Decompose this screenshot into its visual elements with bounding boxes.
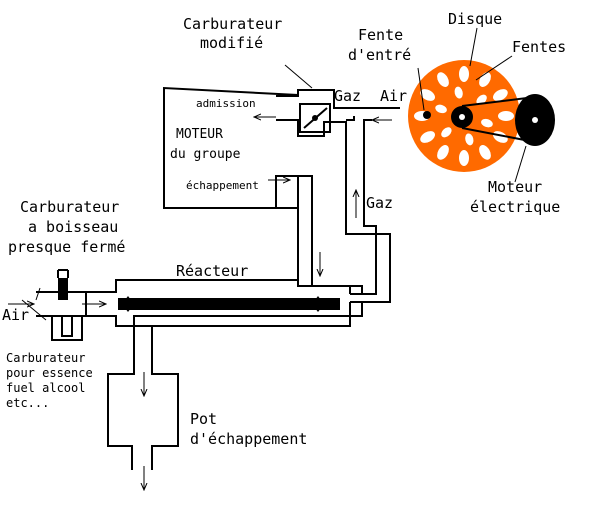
disc-slots bbox=[414, 66, 514, 166]
disc-slot bbox=[493, 89, 508, 101]
disc-slot bbox=[479, 145, 491, 160]
labels: Carburateur modifié Fente d'entré Disque… bbox=[2, 10, 566, 448]
disc-slot bbox=[459, 150, 469, 166]
disc-slot bbox=[465, 133, 474, 146]
label-carburateur-modifie-2: modifié bbox=[200, 34, 263, 52]
label-disque: Disque bbox=[448, 10, 502, 28]
label-carb-essence-1: Carburateur bbox=[6, 351, 85, 365]
label-carb-essence-3: fuel alcool bbox=[6, 381, 85, 395]
label-moteur-1: MOTEUR bbox=[176, 127, 223, 142]
label-reacteur: Réacteur bbox=[176, 262, 248, 280]
disc-slot bbox=[420, 131, 435, 143]
label-fente-1: Fente bbox=[358, 26, 403, 44]
disc-slot bbox=[435, 104, 447, 114]
flow-arrows bbox=[8, 117, 392, 490]
label-moteur-electrique-2: électrique bbox=[470, 198, 560, 216]
label-carb-essence-4: etc... bbox=[6, 396, 49, 410]
disc-slot bbox=[420, 89, 435, 101]
label-admission: admission bbox=[196, 97, 256, 110]
throttle-carburetor bbox=[21, 269, 86, 341]
exhaust-pipe bbox=[276, 175, 313, 286]
disc-slot bbox=[454, 86, 463, 99]
slotted-disc bbox=[408, 27, 555, 183]
label-carb-boisseau-2: a boisseau bbox=[28, 218, 118, 236]
disc-slot bbox=[476, 94, 487, 105]
label-moteur-2: du groupe bbox=[170, 147, 241, 162]
label-gaz-top: Gaz bbox=[334, 87, 361, 105]
label-carburateur-modifie-1: Carburateur bbox=[183, 15, 282, 33]
disc-slot bbox=[437, 72, 449, 87]
reactor bbox=[85, 279, 363, 327]
modified-carburetor bbox=[276, 64, 400, 303]
label-carb-boisseau-1: Carburateur bbox=[20, 198, 119, 216]
label-air-left: Air bbox=[2, 306, 29, 324]
disc-slot bbox=[437, 145, 449, 160]
exhaust-pot bbox=[107, 326, 179, 470]
disc-slot bbox=[481, 118, 493, 128]
label-pot-2: d'échappement bbox=[190, 430, 307, 448]
label-fente-2: d'entré bbox=[348, 46, 411, 64]
label-carb-boisseau-3: presque fermé bbox=[8, 238, 125, 256]
label-gaz-side: Gaz bbox=[366, 194, 393, 212]
disc-slot bbox=[459, 66, 469, 82]
label-air-top: Air bbox=[380, 87, 407, 105]
label-echappement: échappement bbox=[186, 179, 259, 192]
label-fentes: Fentes bbox=[512, 38, 566, 56]
label-pot-1: Pot bbox=[190, 410, 217, 428]
label-carb-essence-2: pour essence bbox=[6, 366, 93, 380]
disc-slot bbox=[441, 127, 452, 138]
label-moteur-electrique-1: Moteur bbox=[488, 178, 542, 196]
disc-slot bbox=[498, 111, 514, 121]
